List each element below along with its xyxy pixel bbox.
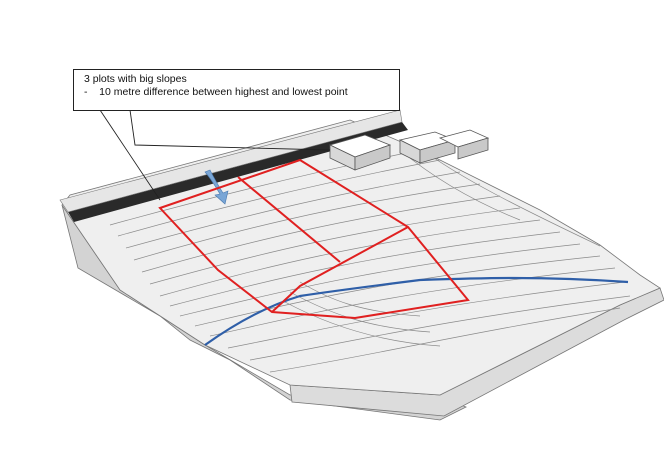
neighbouring-buildings [328,129,490,171]
plot-divider-2 [271,226,409,313]
plot-boundaries [158,158,470,320]
annotation-title: 3 plots with big slopes [84,73,187,85]
annotation-detail-line: - 10 metre difference between highest an… [84,86,399,99]
slope-arrow-icon [204,169,229,205]
road-edge [59,109,403,213]
plot-outline [158,158,470,320]
annotation-bullet: - [84,86,88,98]
annotation-detail: 10 metre difference between highest and … [99,86,348,98]
plot-divider-1 [237,176,341,263]
stream [204,276,629,346]
annotation-box: 3 plots with big slopes - 10 metre diffe… [73,69,400,111]
callout-leader [99,109,331,201]
road [68,122,408,222]
contour-lines [109,147,631,373]
